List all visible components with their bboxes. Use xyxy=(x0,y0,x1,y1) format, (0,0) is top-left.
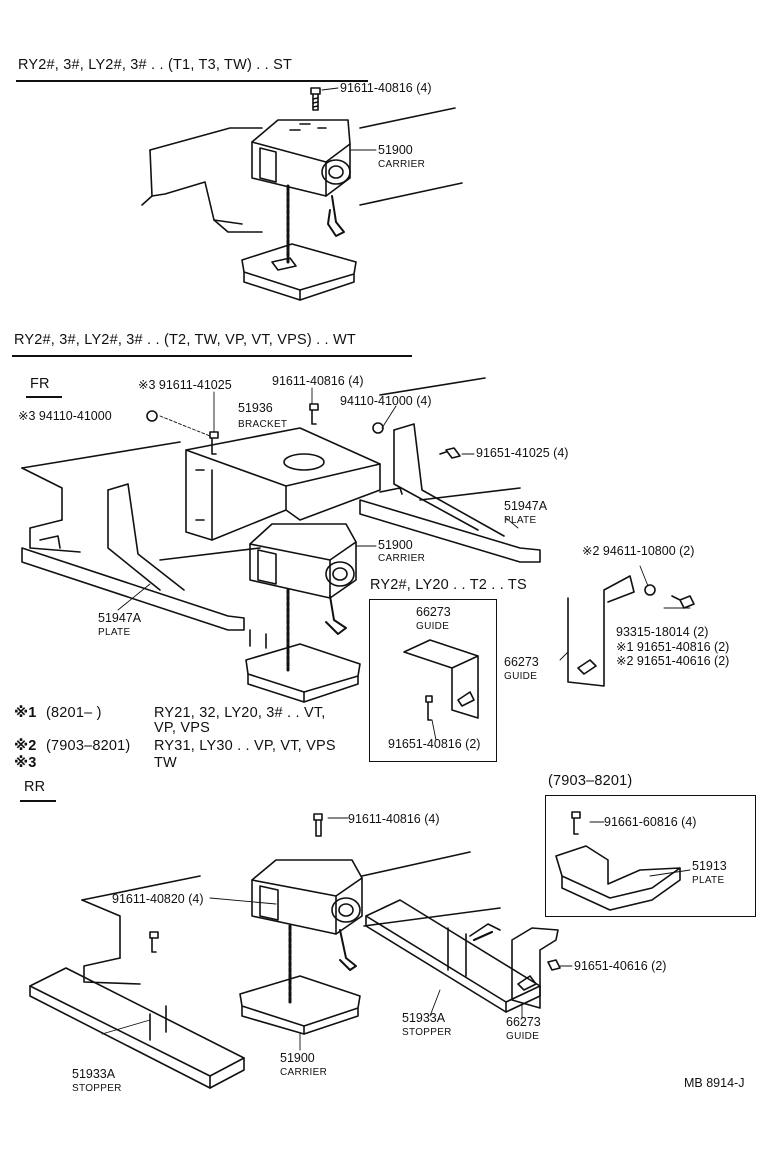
fr-rule xyxy=(26,396,62,398)
note-2-range: (7903–8201) xyxy=(46,738,131,754)
s2-plate-right-number: 51947A xyxy=(504,499,548,513)
note-3-text: TW xyxy=(154,755,177,771)
rr-guide-name: GUIDE xyxy=(506,1031,540,1042)
s2-bracket-number: 51936 xyxy=(238,401,273,415)
s1-lock-plate xyxy=(241,243,357,301)
d7903-plate-name: PLATE xyxy=(692,875,725,886)
note-2-text: RY31, LY30 . . VP, VT, VPS xyxy=(154,738,336,754)
ts-guide-number: 66273 xyxy=(416,605,451,619)
s2-guide-number: 66273 xyxy=(504,655,539,669)
section-2-header: RY2#, 3#, LY2#, 3# . . (T2, TW, VP, VT, … xyxy=(14,332,356,348)
note-1-mark: ※1 xyxy=(14,705,37,721)
s1-carrier-name: CARRIER xyxy=(378,159,426,170)
s1-bolt-icon xyxy=(310,87,321,111)
s2-chain xyxy=(286,588,347,672)
s1-carrier xyxy=(251,119,351,197)
rr-stopper-right-number: 51933A xyxy=(402,1011,446,1025)
rr-guide-number: 66273 xyxy=(506,1015,541,1029)
rr-stopper-left xyxy=(29,967,245,1089)
s1-frame-rail xyxy=(141,107,463,233)
rr-bolt-left-label: 91611-40820 (4) xyxy=(112,892,204,906)
rr-bolt-top-label: 91611-40816 (4) xyxy=(348,812,440,826)
leader-lines xyxy=(101,87,691,1051)
s2-bolt-top-label: 91611-40816 (4) xyxy=(272,374,364,388)
s2-lock-plate xyxy=(245,629,361,703)
ts-guide xyxy=(403,639,479,721)
s2-bracket xyxy=(185,427,381,541)
s2-plate-left-name: PLATE xyxy=(98,627,131,638)
d7903-box xyxy=(545,795,756,917)
d7903-bolt-label: 91661-60816 (4) xyxy=(604,815,697,829)
diagram-code: MB 8914-J xyxy=(684,1076,745,1090)
s2-carrier xyxy=(249,523,357,599)
s2-93315-label: 93315-18014 (2) xyxy=(616,625,709,639)
note-1-range: (8201– ) xyxy=(46,705,102,721)
rr-rule xyxy=(20,800,56,802)
s2-plate-left-number: 51947A xyxy=(98,611,142,625)
s2-x3-nut-label: ※3 94110-41000 xyxy=(18,409,112,423)
s1-bolt-label: 91611-40816 (4) xyxy=(340,81,432,95)
s2-plate-right xyxy=(359,423,541,563)
fr-label: FR xyxy=(30,376,50,392)
rr-stopper-right xyxy=(365,899,541,1013)
s2-x3-bolt-label: ※3 91611-41025 xyxy=(138,378,232,392)
rr-carrier-number: 51900 xyxy=(280,1051,315,1065)
s2-x2-nut-label: ※2 94611-10800 (2) xyxy=(582,544,695,558)
d7903-plate-number: 51913 xyxy=(692,859,727,873)
s2-carrier-number: 51900 xyxy=(378,538,413,552)
ts-header: RY2#, LY20 . . T2 . . TS xyxy=(370,577,527,593)
s2-plate-right-name: PLATE xyxy=(504,515,537,526)
rr-carrier-name: CARRIER xyxy=(280,1067,328,1078)
section-1-rule xyxy=(16,80,368,82)
s2-guide-name: GUIDE xyxy=(504,671,538,682)
section-2-rule xyxy=(12,355,412,357)
rr-chain xyxy=(288,924,357,1006)
note-3-mark: ※3 xyxy=(14,755,37,771)
rr-bolt-right-label: 91651-40616 (2) xyxy=(574,959,667,973)
section-1-header: RY2#, 3#, LY2#, 3# . . (T1, T3, TW) . . … xyxy=(18,57,293,73)
s2-nut-top-label: 94110-41000 (4) xyxy=(340,394,432,408)
s2-bracket-name: BRACKET xyxy=(238,419,288,430)
rr-stopper-left-name: STOPPER xyxy=(72,1083,122,1094)
s2-guide-bracket xyxy=(567,575,695,687)
s2-bolt-right-label: 91651-41025 (4) xyxy=(476,446,569,460)
rr-guide xyxy=(469,923,561,1009)
s2-carrier-name: CARRIER xyxy=(378,553,426,564)
d7903-header: (7903–8201) xyxy=(548,773,633,789)
ts-box xyxy=(369,599,497,762)
ts-bolt-label: 91651-40816 (2) xyxy=(388,737,481,751)
note-1-text: RY21, 32, LY20, 3# . . VT, xyxy=(154,705,326,721)
rr-carrier xyxy=(251,859,363,935)
rr-label: RR xyxy=(24,779,46,795)
s2-fasteners xyxy=(146,403,461,459)
s2-x2-bolt-label: ※2 91651-40616 (2) xyxy=(616,654,730,668)
rr-bolt-icon xyxy=(149,813,323,953)
d7903-plate xyxy=(555,811,681,911)
rr-stopper-right-name: STOPPER xyxy=(402,1027,452,1038)
rr-stopper-left-number: 51933A xyxy=(72,1067,116,1081)
rr-frame-rail xyxy=(81,851,501,985)
s2-x1-bolt-label: ※1 91651-40816 (2) xyxy=(616,640,730,654)
s2-plate-left xyxy=(21,483,245,631)
s1-chain xyxy=(286,184,345,264)
ts-guide-name: GUIDE xyxy=(416,621,450,632)
note-1-continued: VP, VPS xyxy=(154,720,210,736)
s1-carrier-number: 51900 xyxy=(378,143,413,157)
note-2-mark: ※2 xyxy=(14,738,37,754)
rr-lock-plate xyxy=(239,975,361,1035)
